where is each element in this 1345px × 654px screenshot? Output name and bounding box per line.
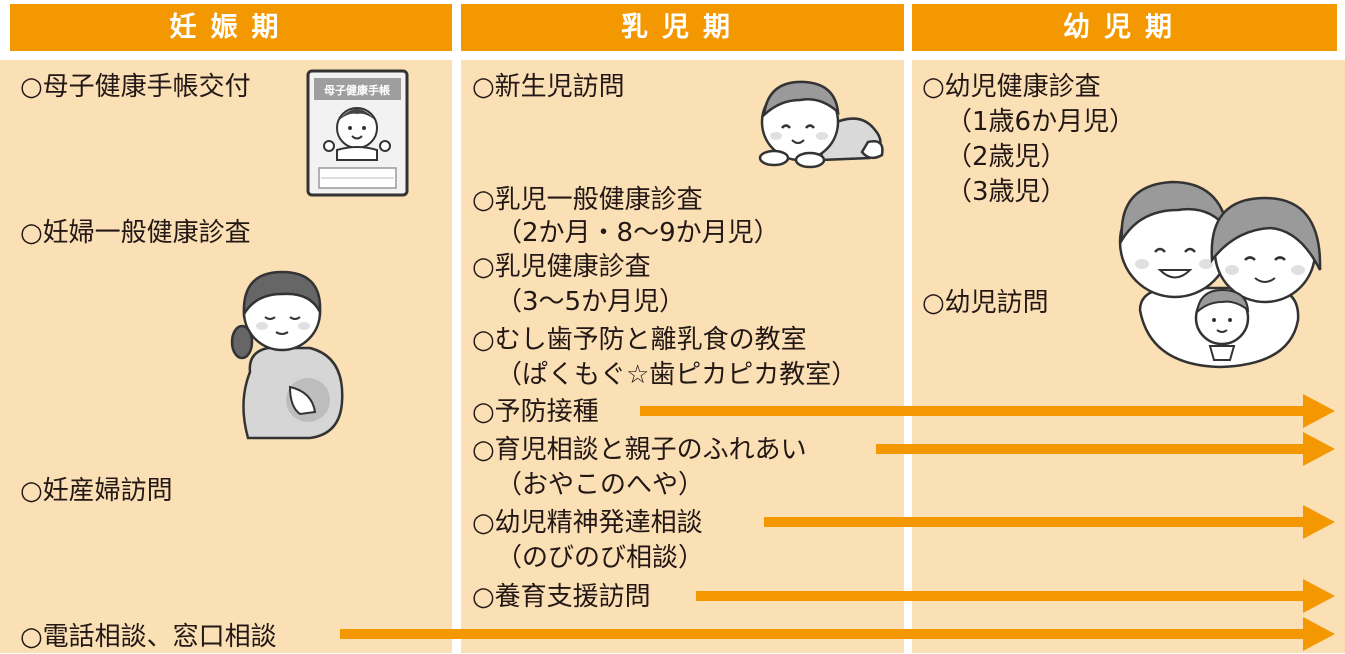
header-pregnancy: 妊娠期 (10, 4, 452, 51)
item-infant-checkup-ages: （3～5か月児） (496, 287, 686, 317)
item-parenting-consult-name: （おやこのへや） (496, 470, 705, 500)
item-infant-checkup: ○乳児健康診査 (472, 252, 651, 282)
item-dental-class: ○むし歯予防と離乳食の教室 (472, 325, 807, 355)
item-vaccination: ○予防接種 (472, 397, 599, 427)
arrow-phone-counter (340, 617, 1335, 651)
item-toddler-checkup: ○幼児健康診査 (922, 72, 1101, 102)
item-home-visit: ○妊産婦訪問 (20, 476, 173, 506)
arrow-development-consult (764, 505, 1335, 539)
item-handbook: ○母子健康手帳交付 (20, 72, 251, 102)
item-development-consult-name: （のびのび相談） (496, 543, 705, 573)
item-support-visit: ○養育支援訪問 (472, 582, 651, 612)
handbook-cover-title: 母子健康手帳 (324, 83, 390, 97)
item-dental-class-name: （ぱくもぐ☆歯ピカピカ教室） (496, 360, 858, 390)
family-icon (1100, 160, 1330, 370)
header-infant: 乳児期 (461, 4, 904, 51)
item-toddler-visit: ○幼児訪問 (922, 288, 1049, 318)
arrow-vaccination (640, 394, 1335, 428)
item-age-2y: （2歳児） (946, 142, 1067, 172)
arrow-support-visit (696, 579, 1335, 613)
item-expectant-checkup: ○妊婦一般健康診査 (20, 218, 251, 248)
baby-icon (750, 70, 890, 170)
pregnant-woman-icon (220, 262, 355, 442)
item-age-18m: （1歳6か月児） (946, 107, 1136, 137)
handbook-icon: 母子健康手帳 (305, 68, 410, 198)
arrow-parenting-consult (876, 432, 1335, 466)
item-development-consult: ○幼児精神発達相談 (472, 508, 703, 538)
item-newborn-visit: ○新生児訪問 (472, 72, 625, 102)
item-infant-general-checkup-ages: （2か月・8～9か月児） (496, 218, 780, 248)
item-parenting-consult: ○育児相談と親子のふれあい (472, 435, 807, 465)
item-infant-general-checkup: ○乳児一般健康診査 (472, 185, 703, 215)
header-toddler: 幼児期 (912, 4, 1337, 51)
item-age-3y: （3歳児） (946, 177, 1067, 207)
item-phone-counter: ○電話相談、窓口相談 (20, 622, 277, 652)
